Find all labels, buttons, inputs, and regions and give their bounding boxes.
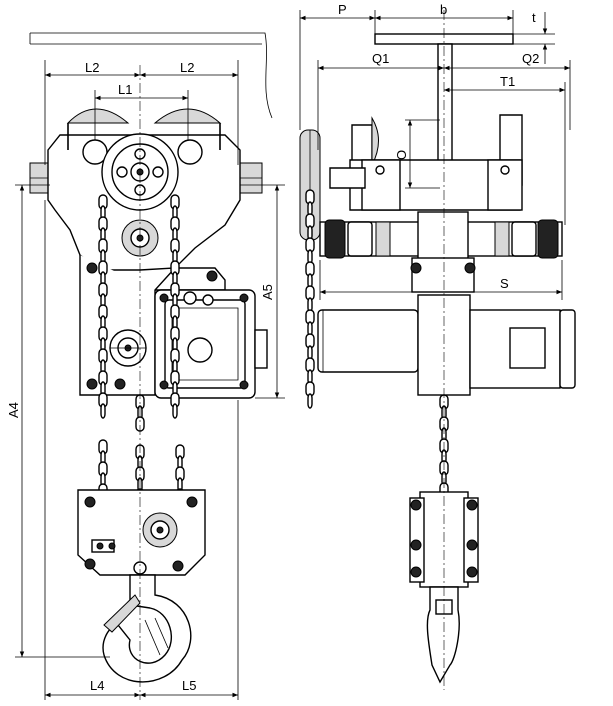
trolley-frame xyxy=(47,108,241,271)
hand-chain xyxy=(98,194,180,419)
label-t1: T1 xyxy=(500,74,515,89)
hook xyxy=(102,574,192,683)
label-a5: A5 xyxy=(260,284,275,300)
dimension-a4: A4 xyxy=(6,184,110,658)
label-p: P xyxy=(338,2,347,17)
chain-link xyxy=(100,403,106,419)
label-a4: A4 xyxy=(6,402,21,418)
right-hand-chain xyxy=(305,189,315,409)
overhead-beam xyxy=(29,32,273,119)
chain-link xyxy=(172,403,178,419)
dimension-l4-l5: L4 L5 xyxy=(44,200,239,700)
dimension-o: O xyxy=(394,119,440,189)
label-l2-right: L2 xyxy=(180,60,194,75)
dimension-p: P xyxy=(299,2,375,130)
label-q2: Q2 xyxy=(522,51,539,66)
label-l4: L4 xyxy=(90,678,104,693)
dimension-l2: L2 L2 xyxy=(44,60,239,165)
label-l1: L1 xyxy=(118,82,132,97)
motor-box xyxy=(154,289,268,399)
hook-block xyxy=(77,489,206,576)
label-t: t xyxy=(532,10,536,25)
dimension-q1-q2: Q1 Q2 xyxy=(317,51,571,150)
dimension-b: b xyxy=(374,2,514,34)
label-s: S xyxy=(500,276,509,291)
label-l5: L5 xyxy=(182,678,196,693)
hook-block-front xyxy=(409,491,479,684)
hoist-motor xyxy=(317,257,576,396)
load-chain-left xyxy=(98,394,185,504)
dimension-t1: T1 xyxy=(444,74,566,225)
left-side-view: L2 L2 L1 A4 A5 xyxy=(6,32,285,700)
label-b: b xyxy=(440,2,447,17)
label-o: O xyxy=(394,150,409,160)
chain-link xyxy=(307,393,313,409)
trolley-side-plates xyxy=(329,114,523,211)
label-l2-left: L2 xyxy=(85,60,99,75)
dimension-a5: A5 xyxy=(240,184,285,399)
dimension-l1: L1 xyxy=(94,82,189,140)
right-front-view: P b t Q1 Q2 T1 xyxy=(299,2,576,690)
drive-shaft xyxy=(319,211,563,267)
label-q1: Q1 xyxy=(372,51,389,66)
dimension-t: t xyxy=(513,10,555,64)
dimension-s: S xyxy=(319,260,563,300)
